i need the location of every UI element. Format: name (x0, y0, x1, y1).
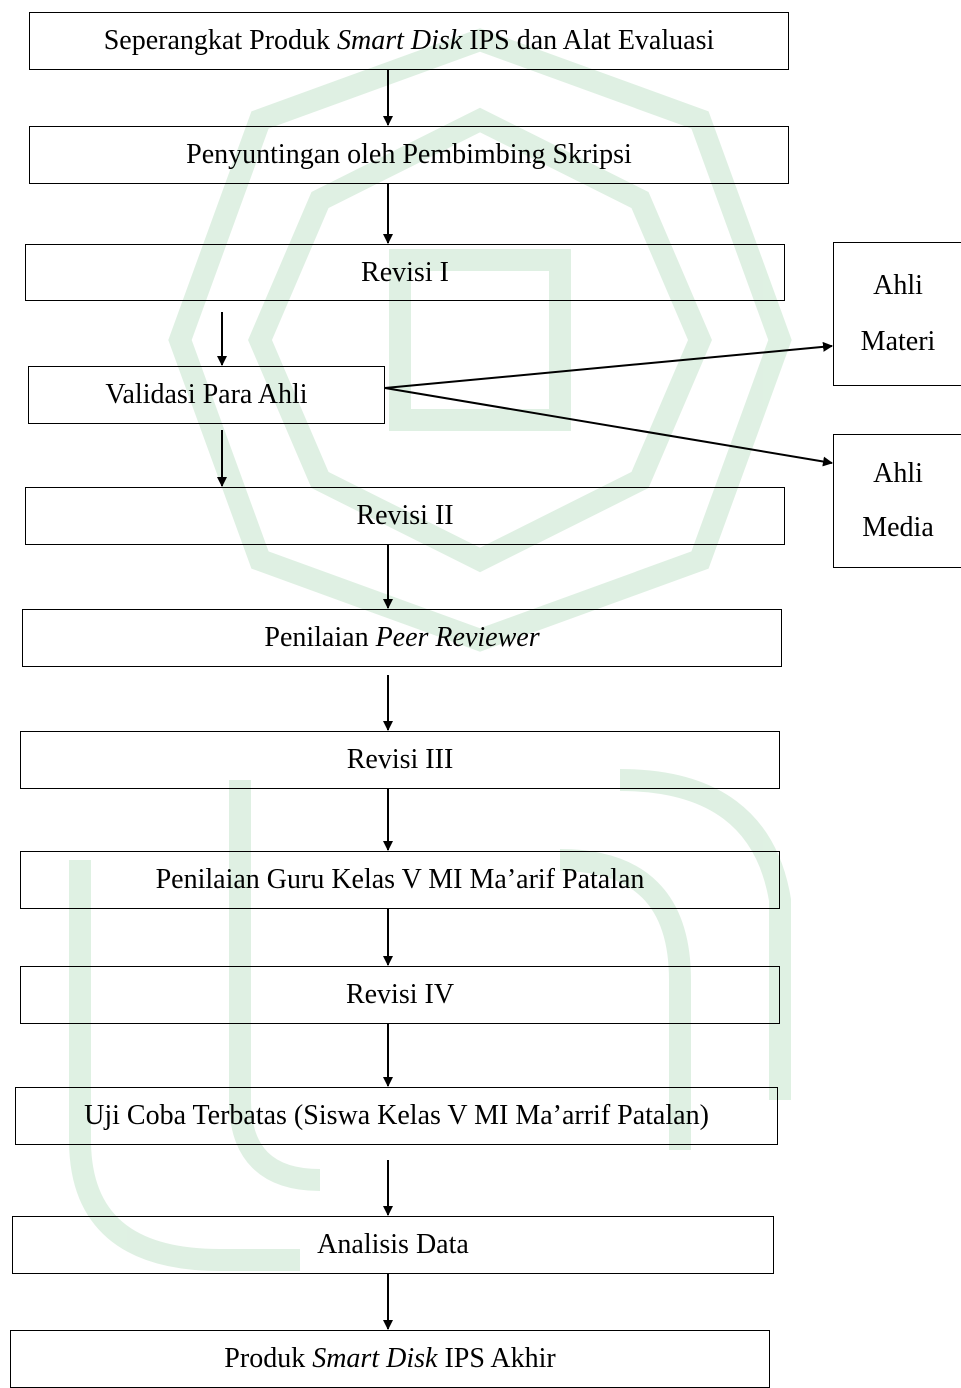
node-revisi-2: Revisi II (25, 487, 785, 545)
node-analisis-data: Analisis Data (12, 1216, 774, 1274)
node-revisi-1: Revisi I (25, 244, 785, 301)
node-revisi-4: Revisi IV (20, 966, 780, 1024)
node-ahli-media: Ahli Media (833, 434, 961, 568)
node-revisi-3: Revisi III (20, 731, 780, 789)
node-penilaian-peer-reviewer: Penilaian Peer Reviewer (22, 609, 782, 667)
node-perangkat-produk: Seperangkat Produk Smart Disk IPS dan Al… (29, 12, 789, 70)
node-penilaian-guru: Penilaian Guru Kelas V MI Ma’arif Patala… (20, 851, 780, 909)
node-ahli-materi: Ahli Materi (833, 242, 961, 386)
node-produk-akhir: Produk Smart Disk IPS Akhir (10, 1330, 770, 1388)
node-uji-coba-terbatas: Uji Coba Terbatas (Siswa Kelas V MI Ma’a… (15, 1087, 778, 1145)
node-validasi-para-ahli: Validasi Para Ahli (28, 366, 385, 424)
node-penyuntingan: Penyuntingan oleh Pembimbing Skripsi (29, 126, 789, 184)
